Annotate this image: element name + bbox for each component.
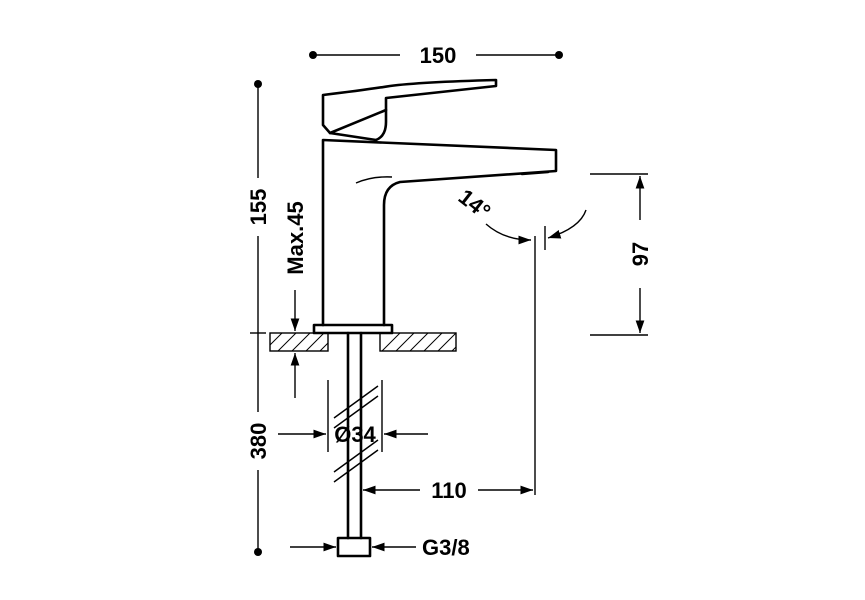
angle-label: 14° [454,184,496,224]
deck-left [269,332,329,352]
dimension-150-label: 150 [420,43,457,68]
dimension-110-label: 110 [431,478,467,503]
dimension-thread-label: G3/8 [422,535,470,560]
faucet-spout [321,138,558,327]
dimension-max45-label: Max.45 [283,201,308,274]
dimension-97 [590,173,648,336]
faucet-body [312,78,558,335]
angle-indicator [485,209,587,250]
dimension-380 [254,333,262,556]
hose-connector [336,536,372,558]
dimension-110 [363,236,536,495]
dimension-diameter-label: Ø34 [334,422,376,447]
dimension-380-label: 380 [246,423,271,460]
dimension-155 [250,80,266,334]
dimension-155-label: 155 [246,189,271,226]
dimension-97-label: 97 [628,242,653,266]
dimension-150 [309,51,563,59]
supply-hose [333,331,379,558]
dimension-diameter [278,380,428,452]
faucet-handle [321,78,498,142]
deck-right [379,332,457,352]
